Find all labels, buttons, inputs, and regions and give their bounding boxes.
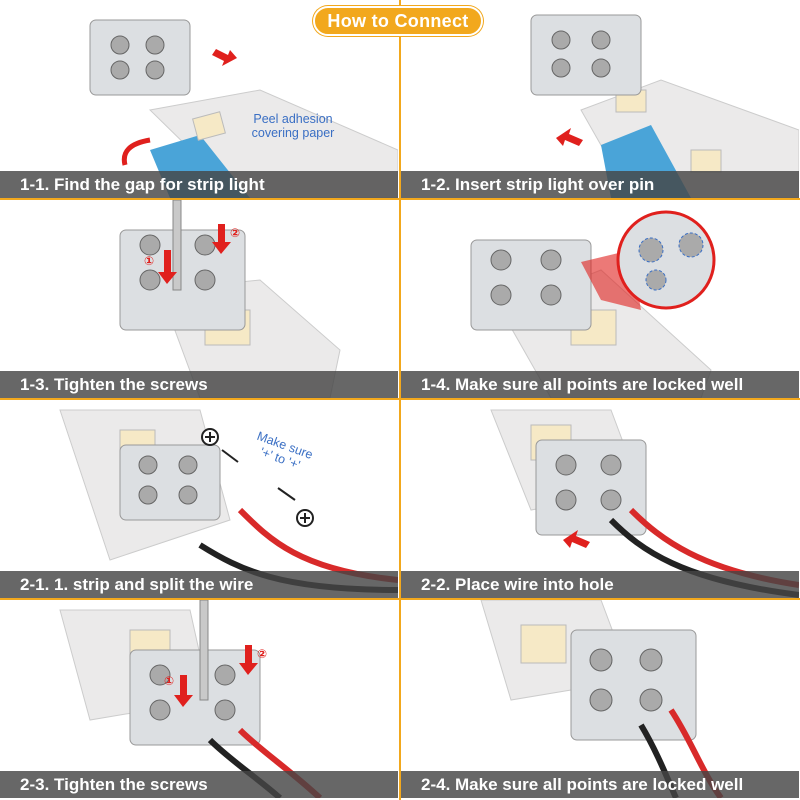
peel-note: Peel adhesion covering paper — [251, 112, 335, 140]
strip-connector-illustration — [470, 210, 716, 398]
panel-2-4: 2-4. Make sure all points are locked wel… — [401, 600, 799, 798]
panel-1-2: 1-2. Insert strip light over pin — [401, 0, 799, 198]
page-title: How to Connect — [313, 6, 483, 36]
panel-1-4: 1-4. Make sure all points are locked wel… — [401, 200, 799, 398]
step-caption: 1-2. Insert strip light over pin — [401, 171, 799, 198]
step-marker-2: ② — [230, 226, 241, 240]
arrow-icon — [212, 242, 231, 254]
panel-2-2: 2-2. Place wire into hole — [401, 400, 799, 598]
horizontal-divider — [0, 398, 800, 400]
screwdriver-icon — [199, 600, 209, 701]
step-marker-1: ① — [164, 674, 175, 688]
step-caption: 1-1. Find the gap for strip light — [0, 171, 398, 198]
strip-connector-illustration — [119, 200, 341, 398]
step-caption: 2-2. Place wire into hole — [401, 571, 799, 598]
step-caption: 1-4. Make sure all points are locked wel… — [401, 371, 799, 398]
panel-2-1: Make sure '+' to '+' 2-1. 1. strip and s… — [0, 400, 398, 598]
arrow-icon — [174, 695, 193, 707]
horizontal-divider — [0, 598, 800, 600]
strip-wire-illustration — [59, 409, 398, 593]
step-marker-2: ② — [257, 647, 268, 661]
zoom-detail-icon — [616, 210, 716, 310]
arrow-icon — [158, 272, 177, 284]
step-caption: 2-4. Make sure all points are locked wel… — [401, 771, 799, 798]
arrow-icon — [563, 530, 590, 548]
strip-wire-illustration — [480, 600, 724, 798]
step-caption: 1-3. Tighten the screws — [0, 371, 398, 398]
rotate-arrow-icon — [121, 137, 151, 166]
arrow-icon — [221, 449, 239, 463]
strip-wire-illustration — [490, 409, 799, 598]
arrow-icon — [277, 487, 296, 501]
vertical-divider — [399, 0, 401, 800]
step-marker-1: ① — [144, 254, 155, 268]
horizontal-divider — [0, 198, 800, 200]
arrow-icon — [212, 49, 237, 66]
step-caption: 2-1. 1. strip and split the wire — [0, 571, 398, 598]
panel-1-3: ① ② 1-3. Tighten the screws — [0, 200, 398, 398]
strip-wire-illustration — [59, 600, 323, 798]
screwdriver-icon — [172, 200, 182, 291]
panel-2-3: ① ② 2-3. Tighten the screws — [0, 600, 398, 798]
arrow-icon — [556, 128, 583, 146]
arrow-icon — [239, 663, 258, 675]
step-caption: 2-3. Tighten the screws — [0, 771, 398, 798]
